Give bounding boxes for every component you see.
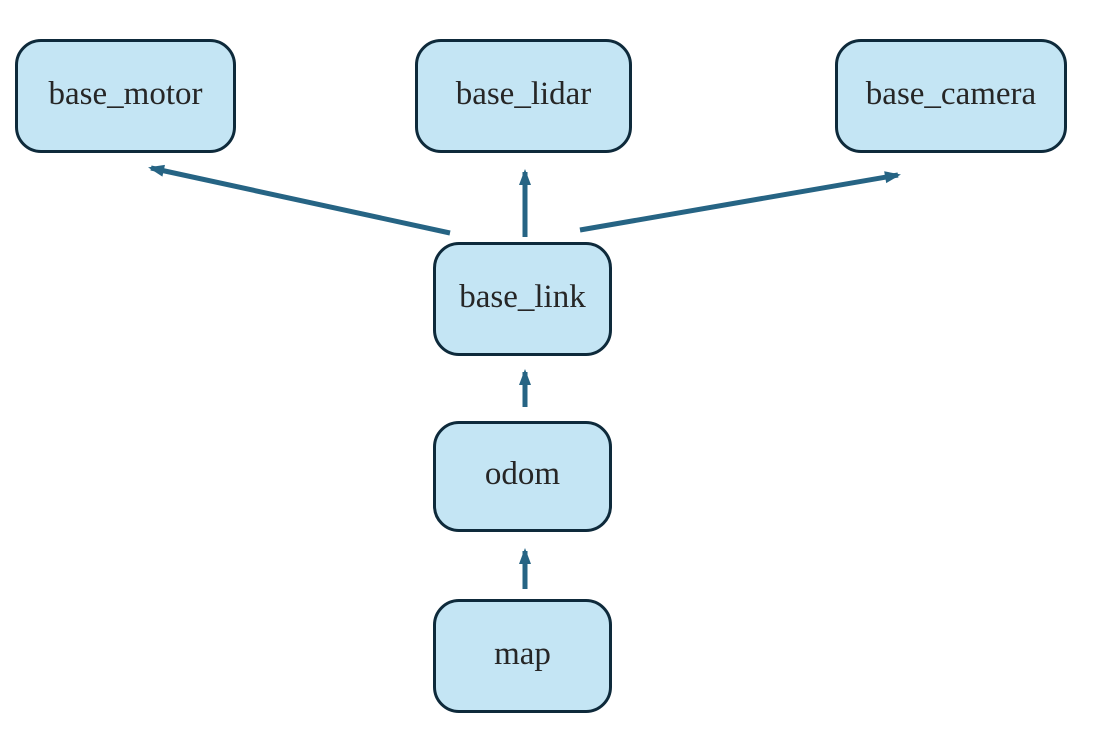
arrow-base-link-to-base-camera — [579, 171, 901, 233]
node-odom: odom — [433, 421, 612, 532]
node-base-lidar: base_lidar — [415, 39, 632, 153]
node-base-camera-label: base_camera — [865, 75, 1037, 112]
node-base-link: base_link — [433, 242, 612, 356]
node-base-lidar-label: base_lidar — [455, 75, 592, 112]
arrow-base-link-to-base-motor — [148, 164, 451, 236]
node-base-motor: base_motor — [15, 39, 236, 153]
node-map-label: map — [494, 635, 551, 672]
node-base-camera: base_camera — [835, 39, 1067, 153]
node-map: map — [433, 599, 612, 713]
node-odom-label: odom — [484, 456, 561, 492]
node-base-link-label: base_link — [459, 278, 586, 315]
node-base-motor-label: base_motor — [48, 75, 203, 112]
